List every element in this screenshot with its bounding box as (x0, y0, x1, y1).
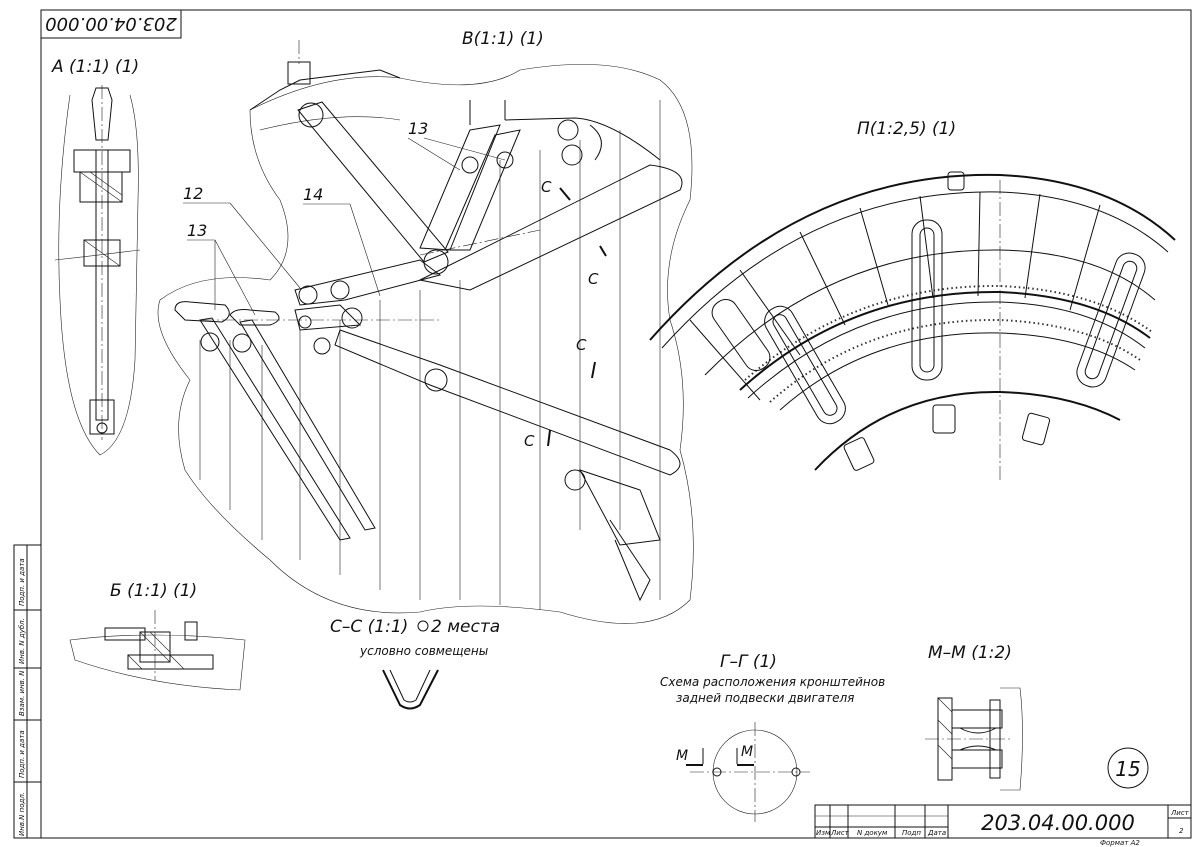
breakout-outline (158, 64, 693, 623)
callout-14: 14 (303, 185, 323, 204)
callout-c4: С (524, 432, 535, 450)
section-cc-places: 2 места (431, 617, 500, 637)
view-b-label: Б (1:1) (1) (110, 581, 197, 601)
callout-12: 12 (183, 184, 203, 203)
section-gg-label: Г–Г (1) (720, 652, 777, 672)
view-b (70, 610, 245, 690)
side-stamp-5: Подп. и дата (18, 558, 26, 606)
tb-sheet-number: 2 (1179, 827, 1184, 835)
tb-izm: Изм (816, 829, 831, 837)
view-a-label: A (1:1) (1) (51, 57, 139, 77)
rotated-symbol-icon (418, 621, 428, 631)
side-stamp-4: Инв. N дубл. (18, 618, 26, 664)
sheet-circle-number: 15 (1115, 757, 1140, 781)
section-gg-note2: задней подвески двигателя (676, 691, 854, 705)
view-v-label: В(1:1) (1) (462, 29, 544, 49)
side-stamp: Инв.N подл. Подп. и дата Взам. инв. N Ин… (14, 545, 41, 838)
section-cc-note: условно совмещены (359, 644, 488, 658)
format-label: Формат А2 (1100, 839, 1140, 847)
tb-sheet-label: Лист (1170, 809, 1190, 817)
section-mm (925, 688, 1023, 790)
section-cc (383, 670, 438, 709)
tb-podp: Подп (902, 829, 921, 837)
callout-m2: М (741, 744, 753, 760)
side-stamp-3: Взам. инв. N (18, 670, 26, 716)
side-stamp-2: Подп. и дата (18, 730, 26, 778)
callout-c1: С (541, 178, 552, 196)
tb-ndokum: N докум (857, 829, 888, 837)
side-stamp-1: Инв.N подл. (18, 792, 26, 836)
section-gg (686, 722, 810, 822)
sheet-frame (41, 10, 1191, 838)
callout-c2: С (588, 270, 599, 288)
view-a (55, 85, 140, 455)
rotated-number: 203.04.00.000 (45, 13, 177, 34)
callout-13-top: 13 (408, 119, 428, 138)
callout-m1: М (676, 748, 688, 764)
section-cc-label: С–С (1:1) (330, 617, 408, 637)
callout-13-left: 13 (187, 221, 207, 240)
view-p (650, 172, 1175, 480)
tb-data: Дата (927, 829, 946, 837)
section-gg-note1: Схема расположения кронштейнов (660, 675, 885, 689)
section-mm-label: М–М (1:2) (928, 643, 1012, 663)
drawing-number: 203.04.00.000 (981, 811, 1135, 835)
view-p-label: П(1:2,5) (1) (857, 119, 956, 139)
leader-lines (183, 138, 505, 315)
tb-list: Лист (830, 829, 850, 837)
callout-c3: С (576, 336, 587, 354)
